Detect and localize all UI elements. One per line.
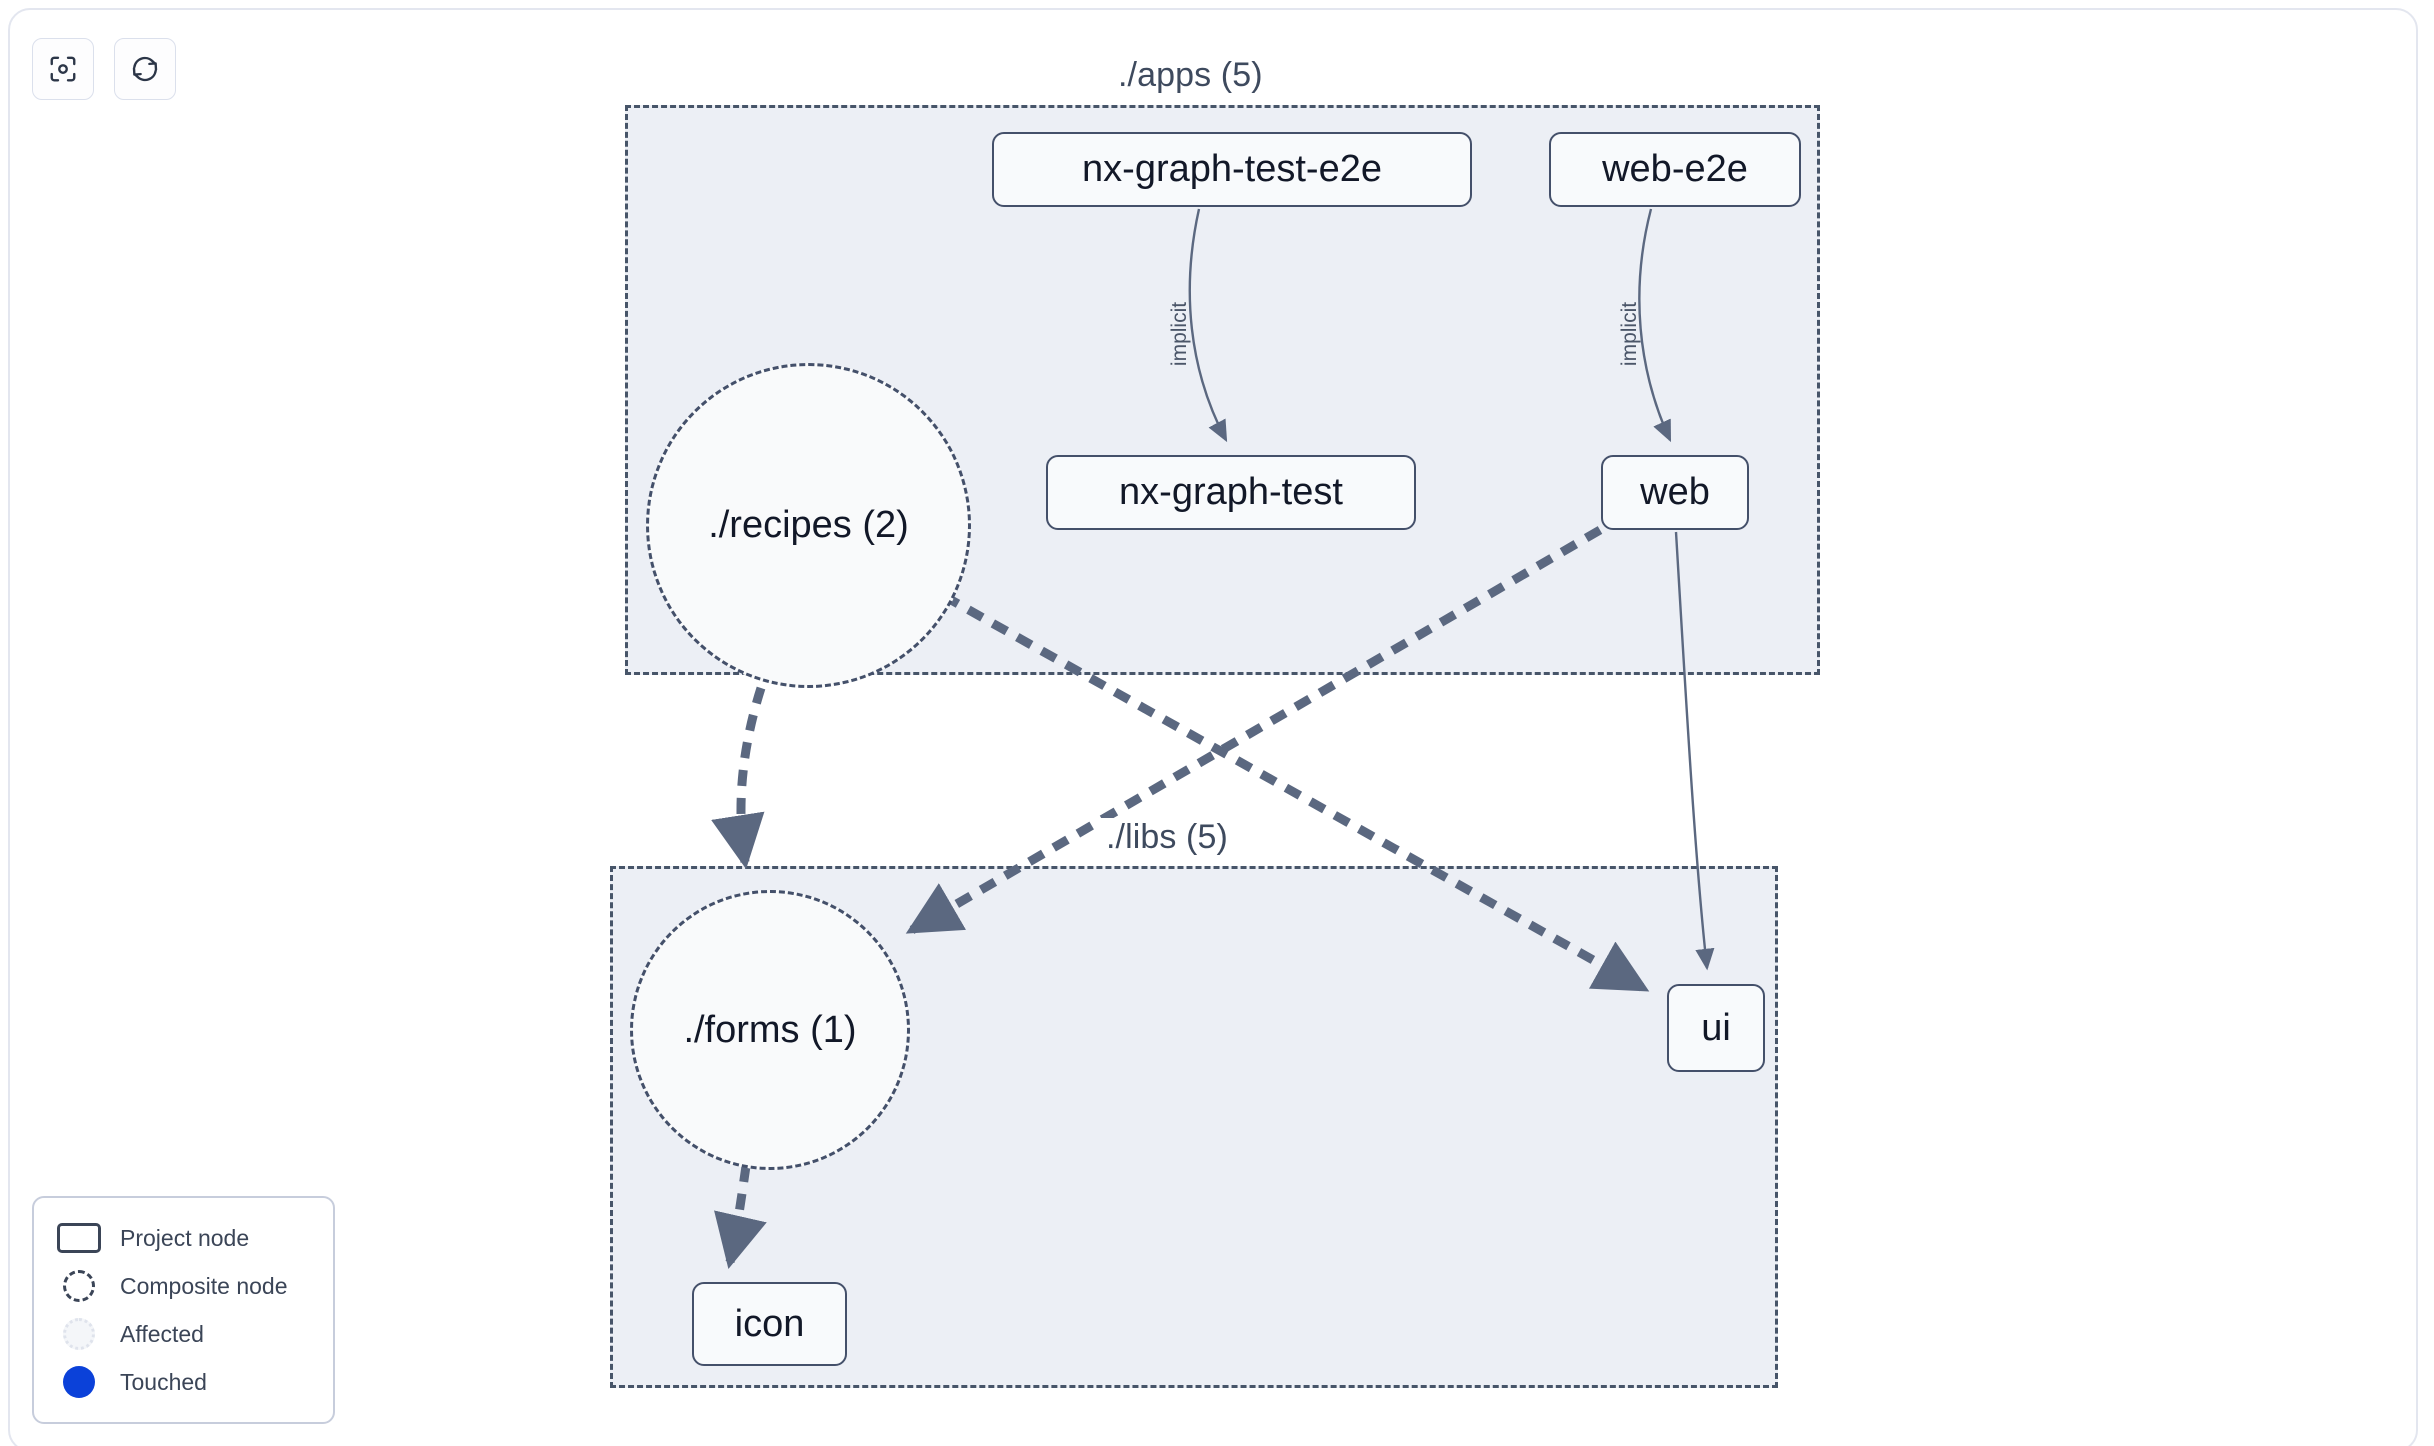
node-label: icon bbox=[734, 1302, 805, 1345]
node-label: web bbox=[1640, 471, 1710, 513]
group-label-apps: ./apps (5) bbox=[1110, 56, 1271, 95]
legend-row-composite-node: Composite node bbox=[52, 1262, 315, 1310]
legend-label: Affected bbox=[120, 1320, 204, 1347]
edge-recipes-to-forms bbox=[711, 686, 766, 870]
node-ui[interactable]: ui bbox=[1667, 984, 1765, 1072]
node-label: ui bbox=[1701, 1006, 1731, 1049]
node-label: nx-graph-test-e2e bbox=[1082, 148, 1382, 190]
focus-graph-button[interactable] bbox=[32, 38, 94, 100]
project-node-swatch bbox=[52, 1223, 106, 1253]
affected-swatch bbox=[52, 1318, 106, 1350]
graph-legend: Project node Composite node Affected Tou… bbox=[32, 1196, 335, 1424]
node-web-e2e[interactable]: web-e2e bbox=[1549, 132, 1801, 207]
touched-swatch bbox=[52, 1366, 106, 1398]
focus-target-icon bbox=[48, 54, 78, 84]
node-web[interactable]: web bbox=[1601, 455, 1749, 530]
group-label-libs: ./libs (5) bbox=[1098, 818, 1236, 857]
legend-row-affected: Affected bbox=[52, 1310, 315, 1358]
node-label: nx-graph-test bbox=[1119, 471, 1343, 513]
node-label: ./forms (1) bbox=[683, 1008, 857, 1051]
legend-row-touched: Touched bbox=[52, 1358, 315, 1406]
node-label: web-e2e bbox=[1602, 148, 1748, 190]
node-icon[interactable]: icon bbox=[692, 1282, 847, 1366]
legend-label: Project node bbox=[120, 1224, 250, 1251]
legend-label: Composite node bbox=[120, 1272, 288, 1299]
node-forms-composite[interactable]: ./forms (1) bbox=[630, 890, 910, 1170]
node-recipes-composite[interactable]: ./recipes (2) bbox=[646, 363, 971, 688]
composite-node-swatch bbox=[52, 1270, 106, 1302]
graph-toolbar bbox=[32, 38, 176, 100]
refresh-icon bbox=[130, 54, 160, 84]
refresh-graph-button[interactable] bbox=[114, 38, 176, 100]
legend-row-project-node: Project node bbox=[52, 1214, 315, 1262]
node-label: ./recipes (2) bbox=[708, 504, 909, 546]
legend-label: Touched bbox=[120, 1368, 207, 1395]
node-nx-graph-test-e2e[interactable]: nx-graph-test-e2e bbox=[992, 132, 1472, 207]
node-nx-graph-test[interactable]: nx-graph-test bbox=[1046, 455, 1416, 530]
